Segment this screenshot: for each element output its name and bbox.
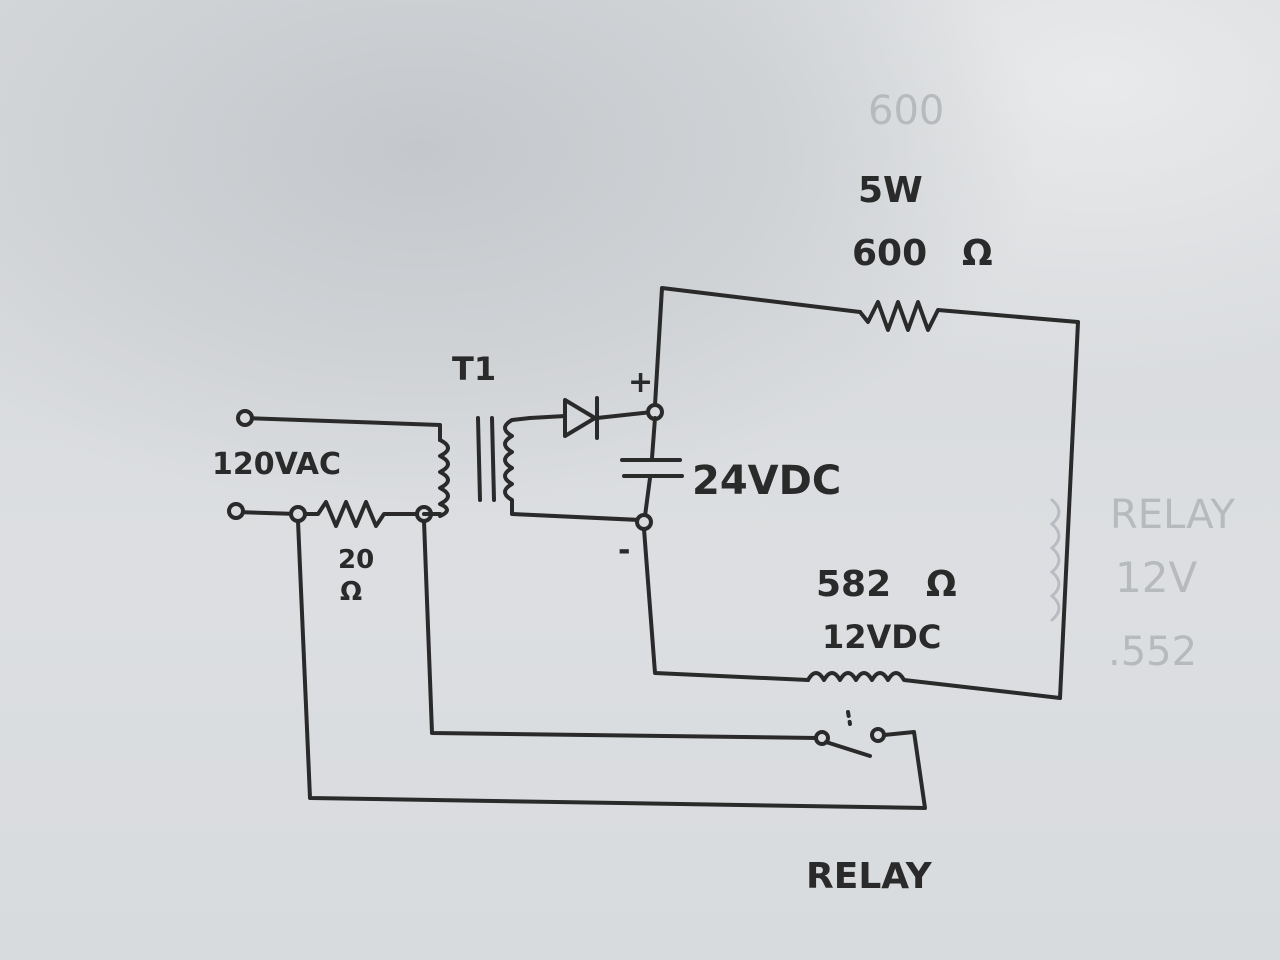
faint-note-relay: RELAY [1110, 492, 1236, 538]
ac-terminal-bottom [227, 502, 245, 520]
series-resistor-value: 20 [338, 545, 374, 575]
load-resistor-value: 600 [852, 233, 927, 274]
ac-terminal-top [236, 409, 254, 427]
ac-bottom-wire [234, 510, 300, 516]
load-resistor [858, 300, 1080, 700]
coil-resistance-ohm: Ω [926, 564, 957, 605]
relay-switch-blade [824, 740, 872, 758]
relay-contact-b [870, 727, 886, 743]
faint-note-top: 600 [868, 88, 944, 134]
relay-label: RELAY [806, 856, 933, 897]
dc-voltage-label: 24VDC [692, 458, 841, 504]
dc-minus-terminal [635, 513, 653, 531]
load-resistor-ohm: Ω [962, 233, 993, 274]
relay-linkage [846, 710, 852, 726]
series-resistor [296, 500, 426, 528]
contact-wire-right [422, 519, 820, 740]
coil-voltage-label: 12VDC [822, 618, 941, 656]
erased-coil [1049, 498, 1061, 622]
series-resistor-ohm: Ω [340, 577, 362, 607]
plus-label: + [628, 365, 653, 400]
source-label: 120VAC [212, 447, 341, 482]
cap-lead-top [650, 416, 657, 460]
faint-note-552: .552 [1108, 629, 1197, 675]
top-left-wire [653, 286, 862, 407]
diode-lead-in [528, 414, 567, 420]
junction-left [289, 505, 307, 523]
faint-note-12v: 12V [1115, 553, 1197, 602]
primary-coil [422, 438, 450, 518]
relay-coil [806, 671, 1062, 700]
core-line-1 [476, 416, 482, 502]
transformer-label: T1 [452, 350, 496, 388]
contact-wire-left [296, 519, 927, 810]
minus-label: - [618, 533, 630, 568]
ac-top-wire [243, 416, 442, 442]
diode-lead-out [595, 410, 654, 420]
load-resistor-power: 5W [858, 170, 923, 211]
coil-left-wire [642, 527, 810, 682]
secondary-coil [503, 416, 642, 522]
cap-lead-bottom [643, 476, 652, 518]
coil-resistance-value: 582 [816, 564, 891, 605]
core-line-2 [490, 416, 496, 502]
diode-icon [563, 398, 597, 438]
